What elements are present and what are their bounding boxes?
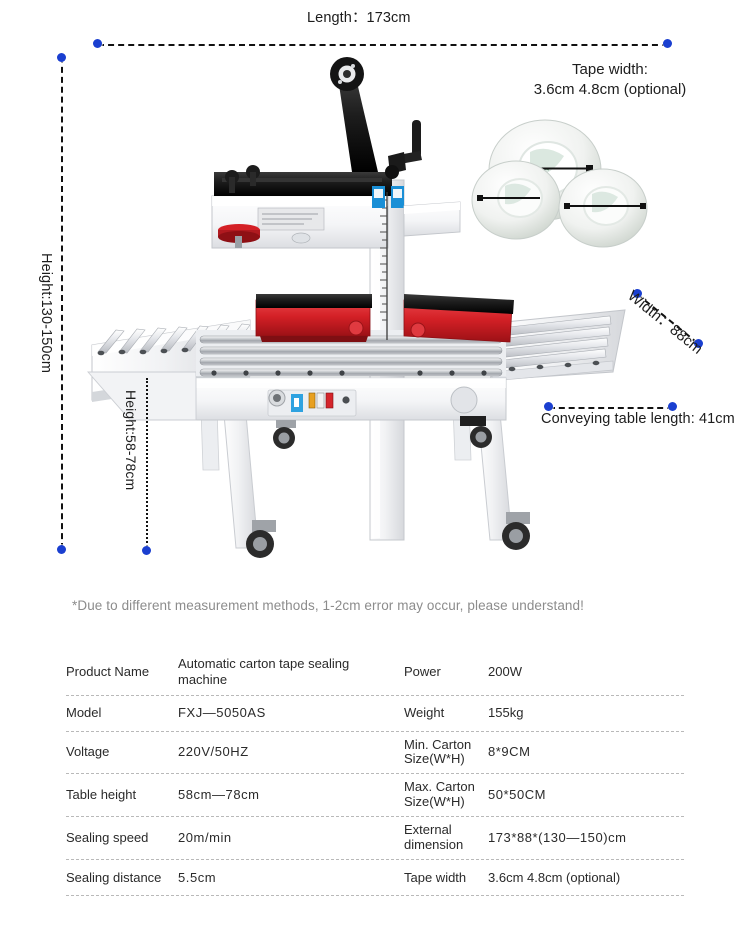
casters — [246, 416, 530, 558]
upper-head-assembly — [211, 165, 392, 249]
width-dimension-dot-start — [633, 289, 642, 298]
length-dimension-line — [98, 44, 668, 46]
spec-label-external-dimension: External dimension — [404, 822, 464, 853]
table-height-dot-bottom — [142, 546, 151, 555]
tape-spool — [218, 224, 260, 248]
table-row: Table height 58cm—78cm Max. Carton Size(… — [66, 774, 684, 818]
conveying-table-dimension-line — [549, 407, 673, 409]
tape-roll-left — [471, 160, 561, 240]
length-dimension-label: Length：173cm — [307, 10, 411, 26]
spec-label-max-carton-size: Max. Carton Size(W*H) — [404, 779, 475, 810]
spec-value-table-height: 58cm—78cm — [178, 787, 260, 803]
table-row: Sealing speed 20m/min External dimension… — [66, 817, 684, 861]
total-height-dimension-label: Height:130-150cm — [38, 253, 54, 374]
side-belt-drives — [255, 294, 514, 343]
spec-label-sealing-speed: Sealing speed — [66, 830, 149, 846]
table-row: Sealing distance 5.5cm Tape width 3.6cm … — [66, 860, 684, 897]
side-tray — [403, 201, 461, 237]
spec-label-table-height: Table height — [66, 787, 137, 803]
crank-handle — [385, 120, 422, 179]
spec-value-external-dimension: 173*88*(130—150)cm — [488, 830, 627, 846]
spec-value-power: 200W — [488, 664, 522, 680]
spec-label-voltage: Voltage — [66, 744, 110, 760]
tape-width-line1: Tape width: — [572, 61, 648, 78]
height-scale — [380, 192, 388, 340]
spec-label-product-name: Product Name — [66, 664, 150, 680]
spec-label-model: Model — [66, 704, 102, 720]
width-dimension-label: Width：88cm — [624, 287, 706, 358]
spec-label-weight: Weight — [404, 704, 445, 720]
table-height-dimension-line — [146, 378, 148, 550]
spec-value-voltage: 220V/50HZ — [178, 744, 249, 760]
spec-value-model: FXJ—5050AS — [178, 704, 266, 720]
conveying-table-dimension-label: Conveying table length: 41cm — [541, 411, 735, 427]
control-panel — [267, 389, 357, 417]
table-height-dimension-label: Height:58-78cm — [123, 390, 139, 491]
spec-value-min-carton-size: 8*9CM — [488, 744, 531, 760]
tape-width-callout: Tape width: 3.6cm 4.8cm (optional) — [500, 60, 720, 101]
table-row: Model FXJ—5050AS Weight 155kg — [66, 696, 684, 732]
conveying-table-dot-right — [668, 402, 677, 411]
spec-value-sealing-distance: 5.5cm — [178, 869, 217, 885]
measurement-note: *Due to different measurement methods, 1… — [72, 598, 585, 613]
total-height-dimension-line — [61, 57, 63, 549]
spec-value-tape-width: 3.6cm 4.8cm (optional) — [488, 869, 621, 885]
spec-value-weight: 155kg — [488, 704, 524, 720]
total-height-dot-bottom — [57, 545, 66, 554]
length-dimension-dot-right — [663, 39, 672, 48]
tape-width-line2: 3.6cm 4.8cm (optional) — [533, 81, 687, 99]
tape-roll-right — [558, 168, 648, 248]
adjust-knobs — [225, 165, 260, 193]
spec-label-power: Power — [404, 664, 441, 680]
tape-arm-assembly — [330, 57, 378, 172]
width-dimension-dot-end — [694, 339, 703, 348]
spec-label-tape-width: Tape width — [404, 869, 467, 885]
spec-value-max-carton-size: 50*50CM — [488, 787, 547, 803]
length-dimension-dot-left — [93, 39, 102, 48]
table-row: Product Name Automatic carton tape seali… — [66, 650, 684, 696]
specification-table: Product Name Automatic carton tape seali… — [66, 650, 684, 897]
width-dimension-group: Width：88cm — [624, 287, 750, 359]
spec-value-product-name: Automatic carton tape sealing machine — [178, 656, 350, 688]
spec-value-sealing-speed: 20m/min — [178, 830, 232, 846]
warning-labels — [372, 186, 404, 208]
spec-label-min-carton-size: Min. Carton Size(W*H) — [404, 736, 472, 767]
tape-rolls: 2C — [471, 119, 648, 248]
spec-label-sealing-distance: Sealing distance — [66, 869, 162, 885]
total-height-dot-top — [57, 53, 66, 62]
conveying-table-dot-left — [544, 402, 553, 411]
table-row: Voltage 220V/50HZ Min. Carton Size(W*H) … — [66, 732, 684, 775]
machine-illustration: 2C — [87, 57, 648, 558]
